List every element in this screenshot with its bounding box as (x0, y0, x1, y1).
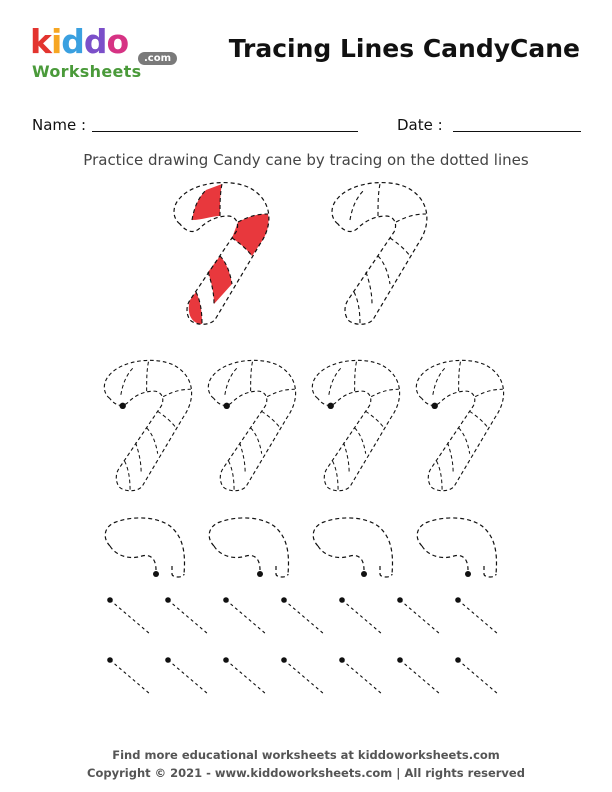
footer-line-1: Find more educational worksheets at kidd… (112, 748, 500, 762)
name-field[interactable] (92, 131, 358, 132)
logo-wordmark: kiddo (30, 22, 130, 61)
trace-candy-cane[interactable] (207, 359, 297, 492)
page-title: Tracing Lines CandyCane (228, 34, 580, 63)
name-label: Name : (32, 116, 87, 134)
date-field[interactable] (453, 131, 581, 132)
trace-stick-row-2[interactable] (106, 656, 499, 695)
date-label: Date : (397, 116, 443, 134)
trace-hook[interactable] (208, 517, 290, 578)
example-candy-cane (173, 181, 270, 325)
trace-stick-row-1[interactable] (106, 596, 499, 635)
logo-letter: o (106, 22, 130, 61)
trace-hook[interactable] (104, 517, 186, 578)
trace-hook[interactable] (416, 517, 498, 578)
footer-copyright: Copyright © 2021 - www.kiddoworksheets.c… (87, 766, 525, 780)
trace-hook[interactable] (312, 517, 394, 578)
logo-subtitle: Worksheets (32, 62, 142, 81)
trace-candy-cane-large[interactable] (331, 181, 428, 325)
instruction-text: Practice drawing Candy cane by tracing o… (83, 151, 529, 169)
logo-letter: i (50, 22, 62, 61)
logo-domain: .com (138, 52, 178, 65)
trace-candy-cane[interactable] (311, 359, 401, 492)
logo-letter: d (83, 22, 108, 61)
trace-candy-cane[interactable] (103, 359, 193, 492)
trace-candy-cane[interactable] (415, 359, 505, 492)
logo-letter: k (30, 22, 52, 61)
kiddo-logo: kiddo .com Worksheets (30, 24, 180, 86)
logo-letter: d (61, 22, 85, 61)
